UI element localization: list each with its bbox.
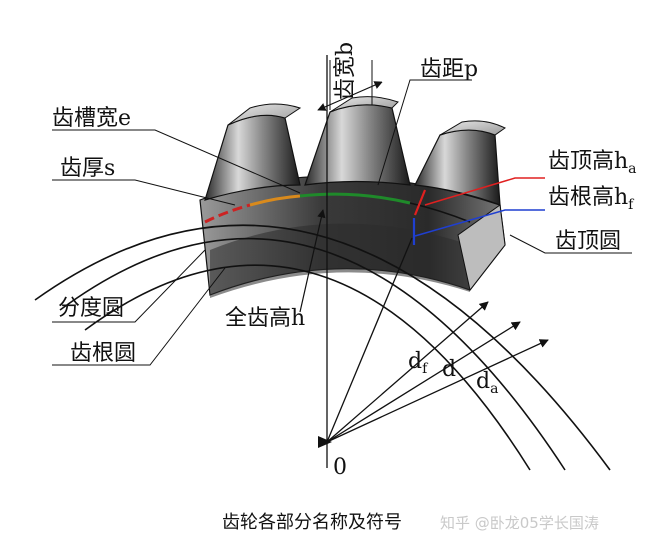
face-width-label: 齿宽b — [333, 42, 358, 100]
space-width-label: 齿槽宽e — [52, 106, 131, 131]
gear-tooth-right-top — [439, 120, 506, 136]
pitch-circle-leader — [52, 249, 206, 323]
d-root-label: df — [408, 349, 429, 377]
gear-tooth-middle — [304, 104, 411, 186]
addendum-mark — [413, 189, 427, 216]
d-tip-label: da — [476, 369, 498, 397]
root-circle-label: 齿根圆 — [70, 341, 136, 366]
whole-depth-label: 全齿高h — [225, 306, 305, 331]
radius-to-gear — [326, 237, 413, 443]
space-width-leader — [52, 129, 301, 194]
pitch-leader — [377, 79, 472, 186]
pitch-arc-tail — [409, 202, 471, 223]
gear-tooth-left-top — [227, 103, 302, 126]
face-width-dim — [317, 81, 383, 111]
gear-rim-lower — [210, 223, 470, 298]
radius-tip — [326, 339, 549, 443]
dedendum-label: 齿根高hf — [548, 185, 635, 213]
pitch-arc-red — [204, 203, 251, 224]
tip-circle-leader — [509, 234, 632, 254]
pitch-label: 齿距p — [420, 57, 478, 82]
tooth-thickness-leader — [52, 179, 236, 206]
gear-tooth-right-side — [457, 204, 506, 292]
caption: 齿轮各部分名称及符号 — [222, 512, 402, 533]
dedendum-leader — [414, 209, 545, 237]
root-circle-arc — [84, 264, 531, 471]
addendum-label: 齿顶高ha — [548, 149, 637, 177]
origin-label: 0 — [333, 455, 347, 480]
radius-root — [326, 301, 489, 443]
pitch-circle-label: 分度圆 — [58, 296, 124, 321]
pitch-circle-arc — [59, 237, 566, 471]
root-circle-leader — [52, 267, 226, 366]
tip-circle-label: 齿顶圆 — [555, 229, 621, 254]
watermark: 知乎 @卧龙05学长国涛 — [440, 514, 599, 532]
d-pitch-label: d — [442, 357, 456, 382]
pitch-arc-orange — [249, 194, 301, 207]
radius-pitch — [326, 321, 521, 443]
tip-circle-arc — [34, 224, 611, 471]
tooth-thickness-label: 齿厚s — [60, 156, 115, 181]
addendum-leader — [424, 177, 545, 206]
whole-depth-leader — [299, 209, 326, 313]
origin-mark — [318, 436, 332, 448]
pitch-arc-green — [299, 192, 411, 205]
